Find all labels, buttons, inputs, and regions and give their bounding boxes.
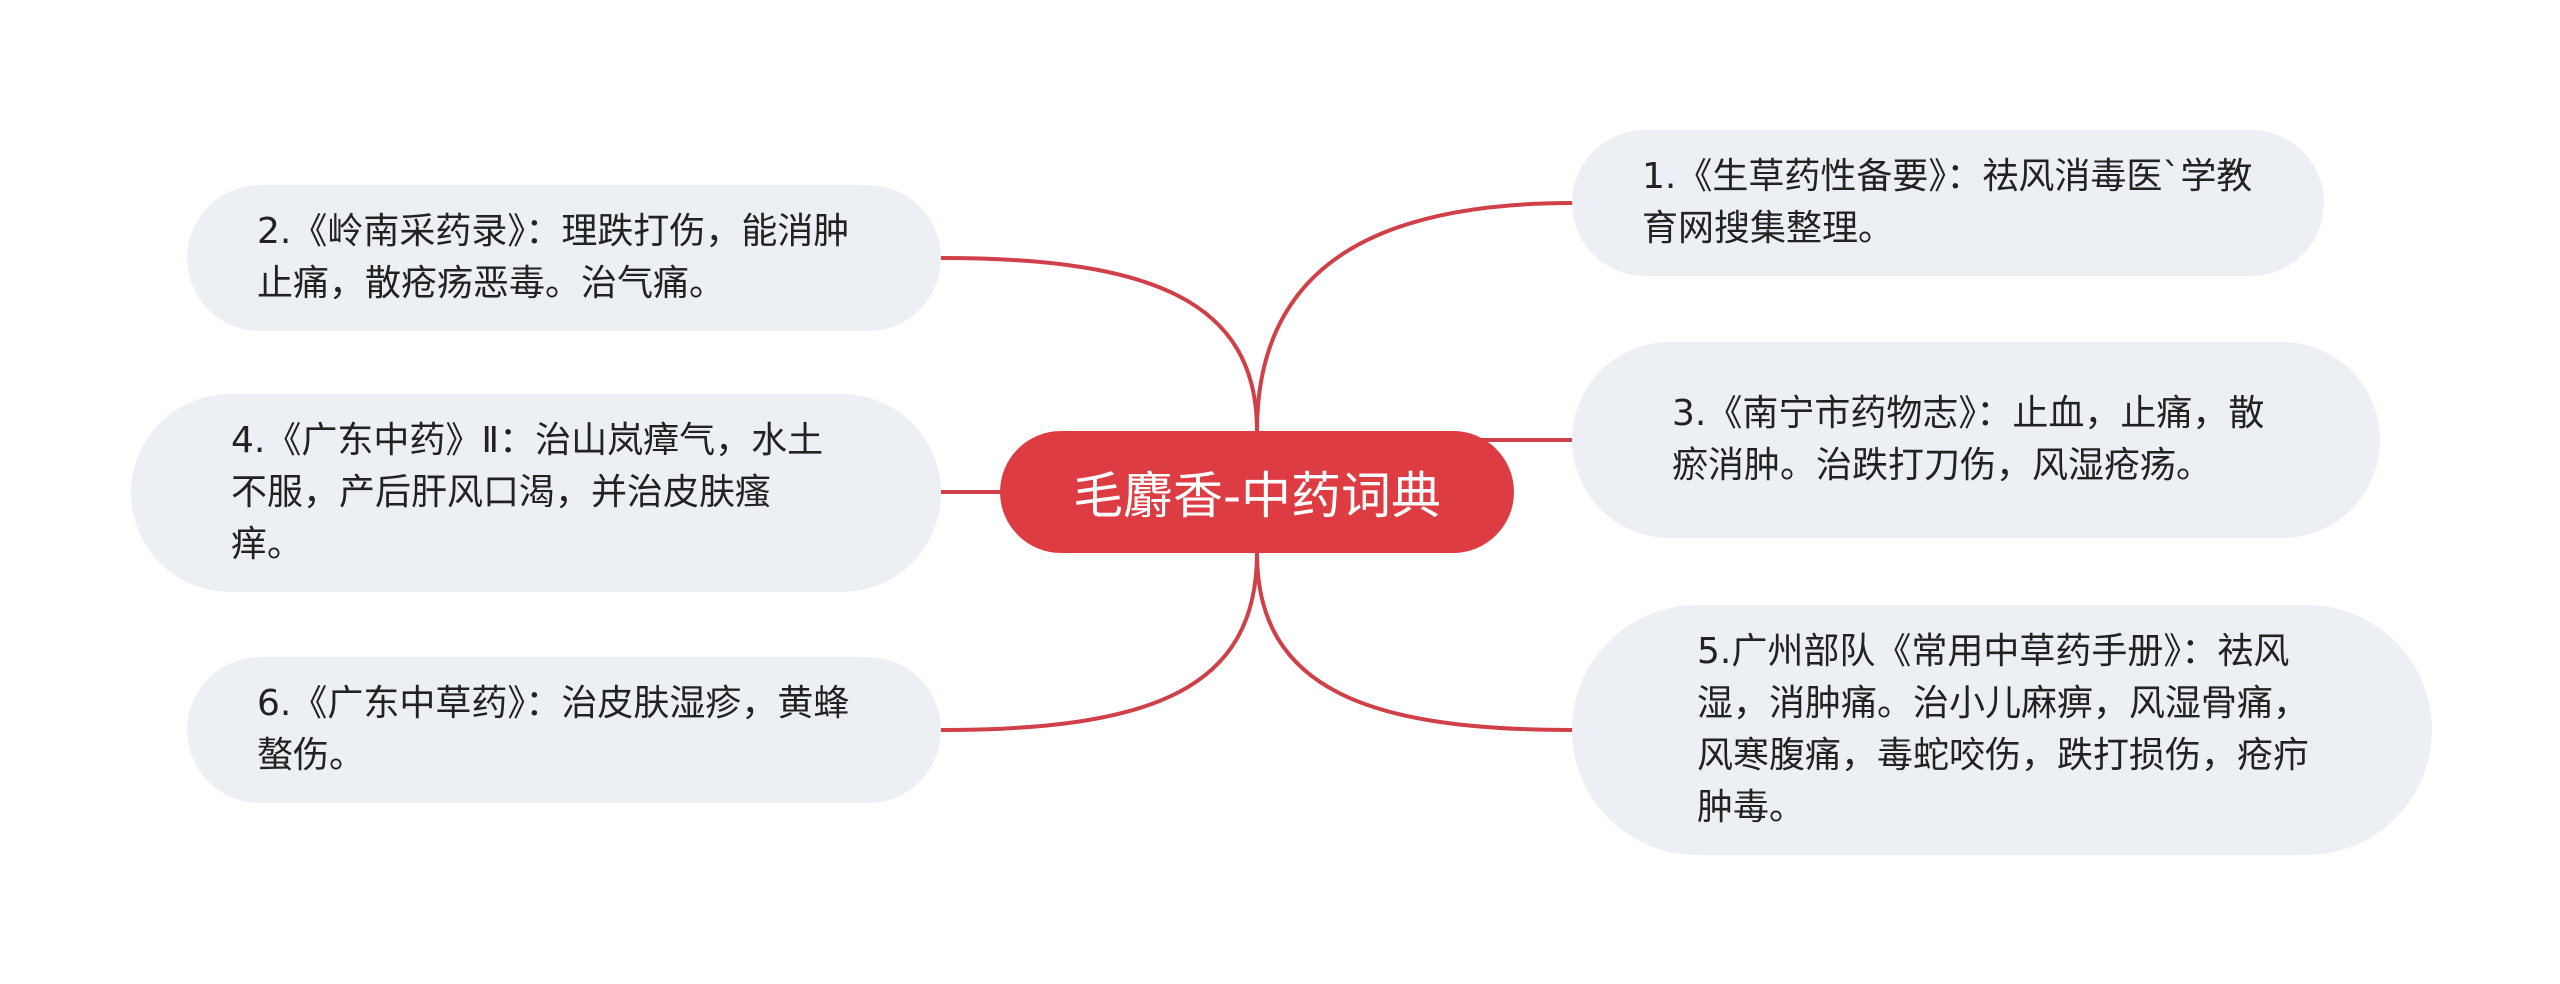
central-topic-label: 毛麝香-中药词典 [1072, 467, 1442, 525]
branch-node-5[interactable]: 5.广州部队《常用中草药手册》：祛风湿，消肿痛。治小儿麻痹，风湿骨痛，风寒腹痛，… [1572, 605, 2432, 855]
branch-node-6-text: 6.《广东中草药》：治皮肤湿疹，黄蜂螯伤。 [257, 683, 850, 776]
branch-node-3[interactable]: 3.《南宁市药物志》：止血，止痛，散瘀消肿。治跌打刀伤，风湿疮疡。 [1572, 342, 2380, 538]
link-to-node-1 [1255, 201, 1574, 433]
branch-node-2-text: 2.《岭南采药录》：理跌打伤，能消肿止痛，散疮疡恶毒。治气痛。 [257, 211, 850, 304]
branch-node-1-text: 1.《生草药性备要》：祛风消毒医`学教育网搜集整理。 [1642, 156, 2253, 249]
central-topic[interactable]: 毛麝香-中药词典 [1000, 431, 1514, 553]
branch-node-3-text: 3.《南宁市药物志》：止血，止痛，散瘀消肿。治跌打刀伤，风湿疮疡。 [1672, 393, 2265, 486]
branch-node-2[interactable]: 2.《岭南采药录》：理跌打伤，能消肿止痛，散疮疡恶毒。治气痛。 [187, 185, 941, 331]
branch-node-5-text: 5.广州部队《常用中草药手册》：祛风湿，消肿痛。治小儿麻痹，风湿骨痛，风寒腹痛，… [1697, 631, 2310, 828]
link-to-node-5 [1255, 551, 1574, 732]
branch-node-4[interactable]: 4.《广东中药》Ⅱ：治山岚瘴气，水土不服，产后肝风口渴，并治皮肤瘙痒。 [131, 394, 941, 592]
branch-node-4-text: 4.《广东中药》Ⅱ：治山岚瘴气，水土不服，产后肝风口渴，并治皮肤瘙痒。 [231, 420, 824, 565]
branch-node-1[interactable]: 1.《生草药性备要》：祛风消毒医`学教育网搜集整理。 [1572, 130, 2324, 276]
link-to-node-6 [939, 551, 1259, 732]
link-to-node-2 [939, 256, 1259, 433]
branch-node-6[interactable]: 6.《广东中草药》：治皮肤湿疹，黄蜂螯伤。 [187, 657, 941, 803]
